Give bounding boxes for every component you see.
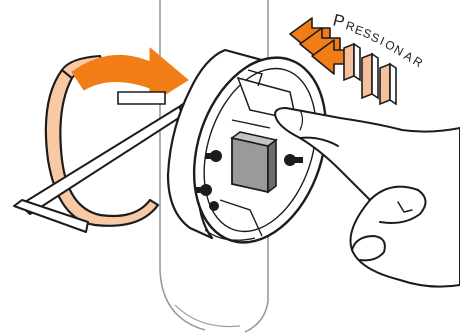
allen-key-icon <box>14 104 188 232</box>
press-blocks <box>344 44 396 104</box>
latch-block <box>232 132 276 192</box>
